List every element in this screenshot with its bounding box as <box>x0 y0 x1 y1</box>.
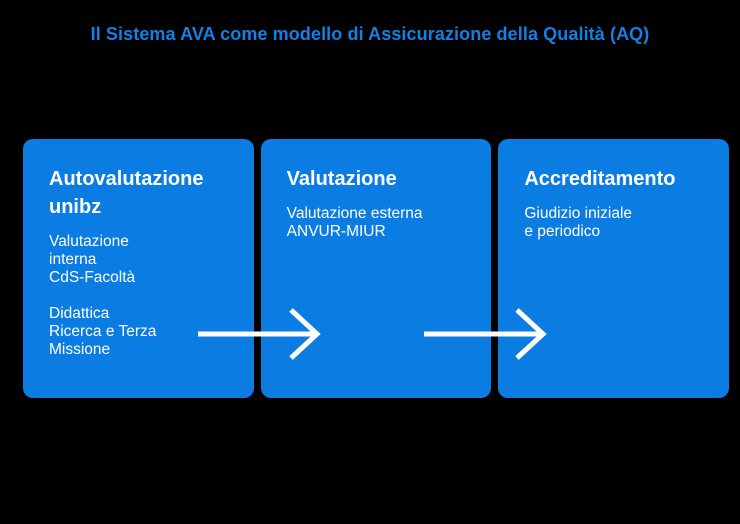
box-heading: Autovalutazione unibz <box>49 168 204 218</box>
box-autovalutazione: Autovalutazione unibz Valutazione intern… <box>23 139 254 398</box>
slide-title: Il Sistema AVA come modello di Assicuraz… <box>90 24 650 44</box>
box-paragraph: Valutazione interna CdS-Facoltà <box>49 233 136 286</box>
arrow-right-icon <box>196 306 326 362</box>
box-paragraph: Didattica Ricerca e Terza Missione <box>49 305 157 358</box>
process-boxes: Autovalutazione unibz Valutazione intern… <box>23 139 730 398</box>
box-heading: Accreditamento <box>524 168 676 190</box>
box-paragraph: Giudizio iniziale e periodico <box>524 205 633 240</box>
box-accreditamento: Accreditamento Giudizio iniziale e perio… <box>498 139 730 398</box>
arrow-right-icon <box>422 306 552 362</box>
box-heading: Valutazione <box>286 168 397 190</box>
box-paragraph: Valutazione esterna ANVUR-MIUR <box>286 205 423 240</box>
box-valutazione: Valutazione Valutazione esterna ANVUR-MI… <box>260 139 492 398</box>
